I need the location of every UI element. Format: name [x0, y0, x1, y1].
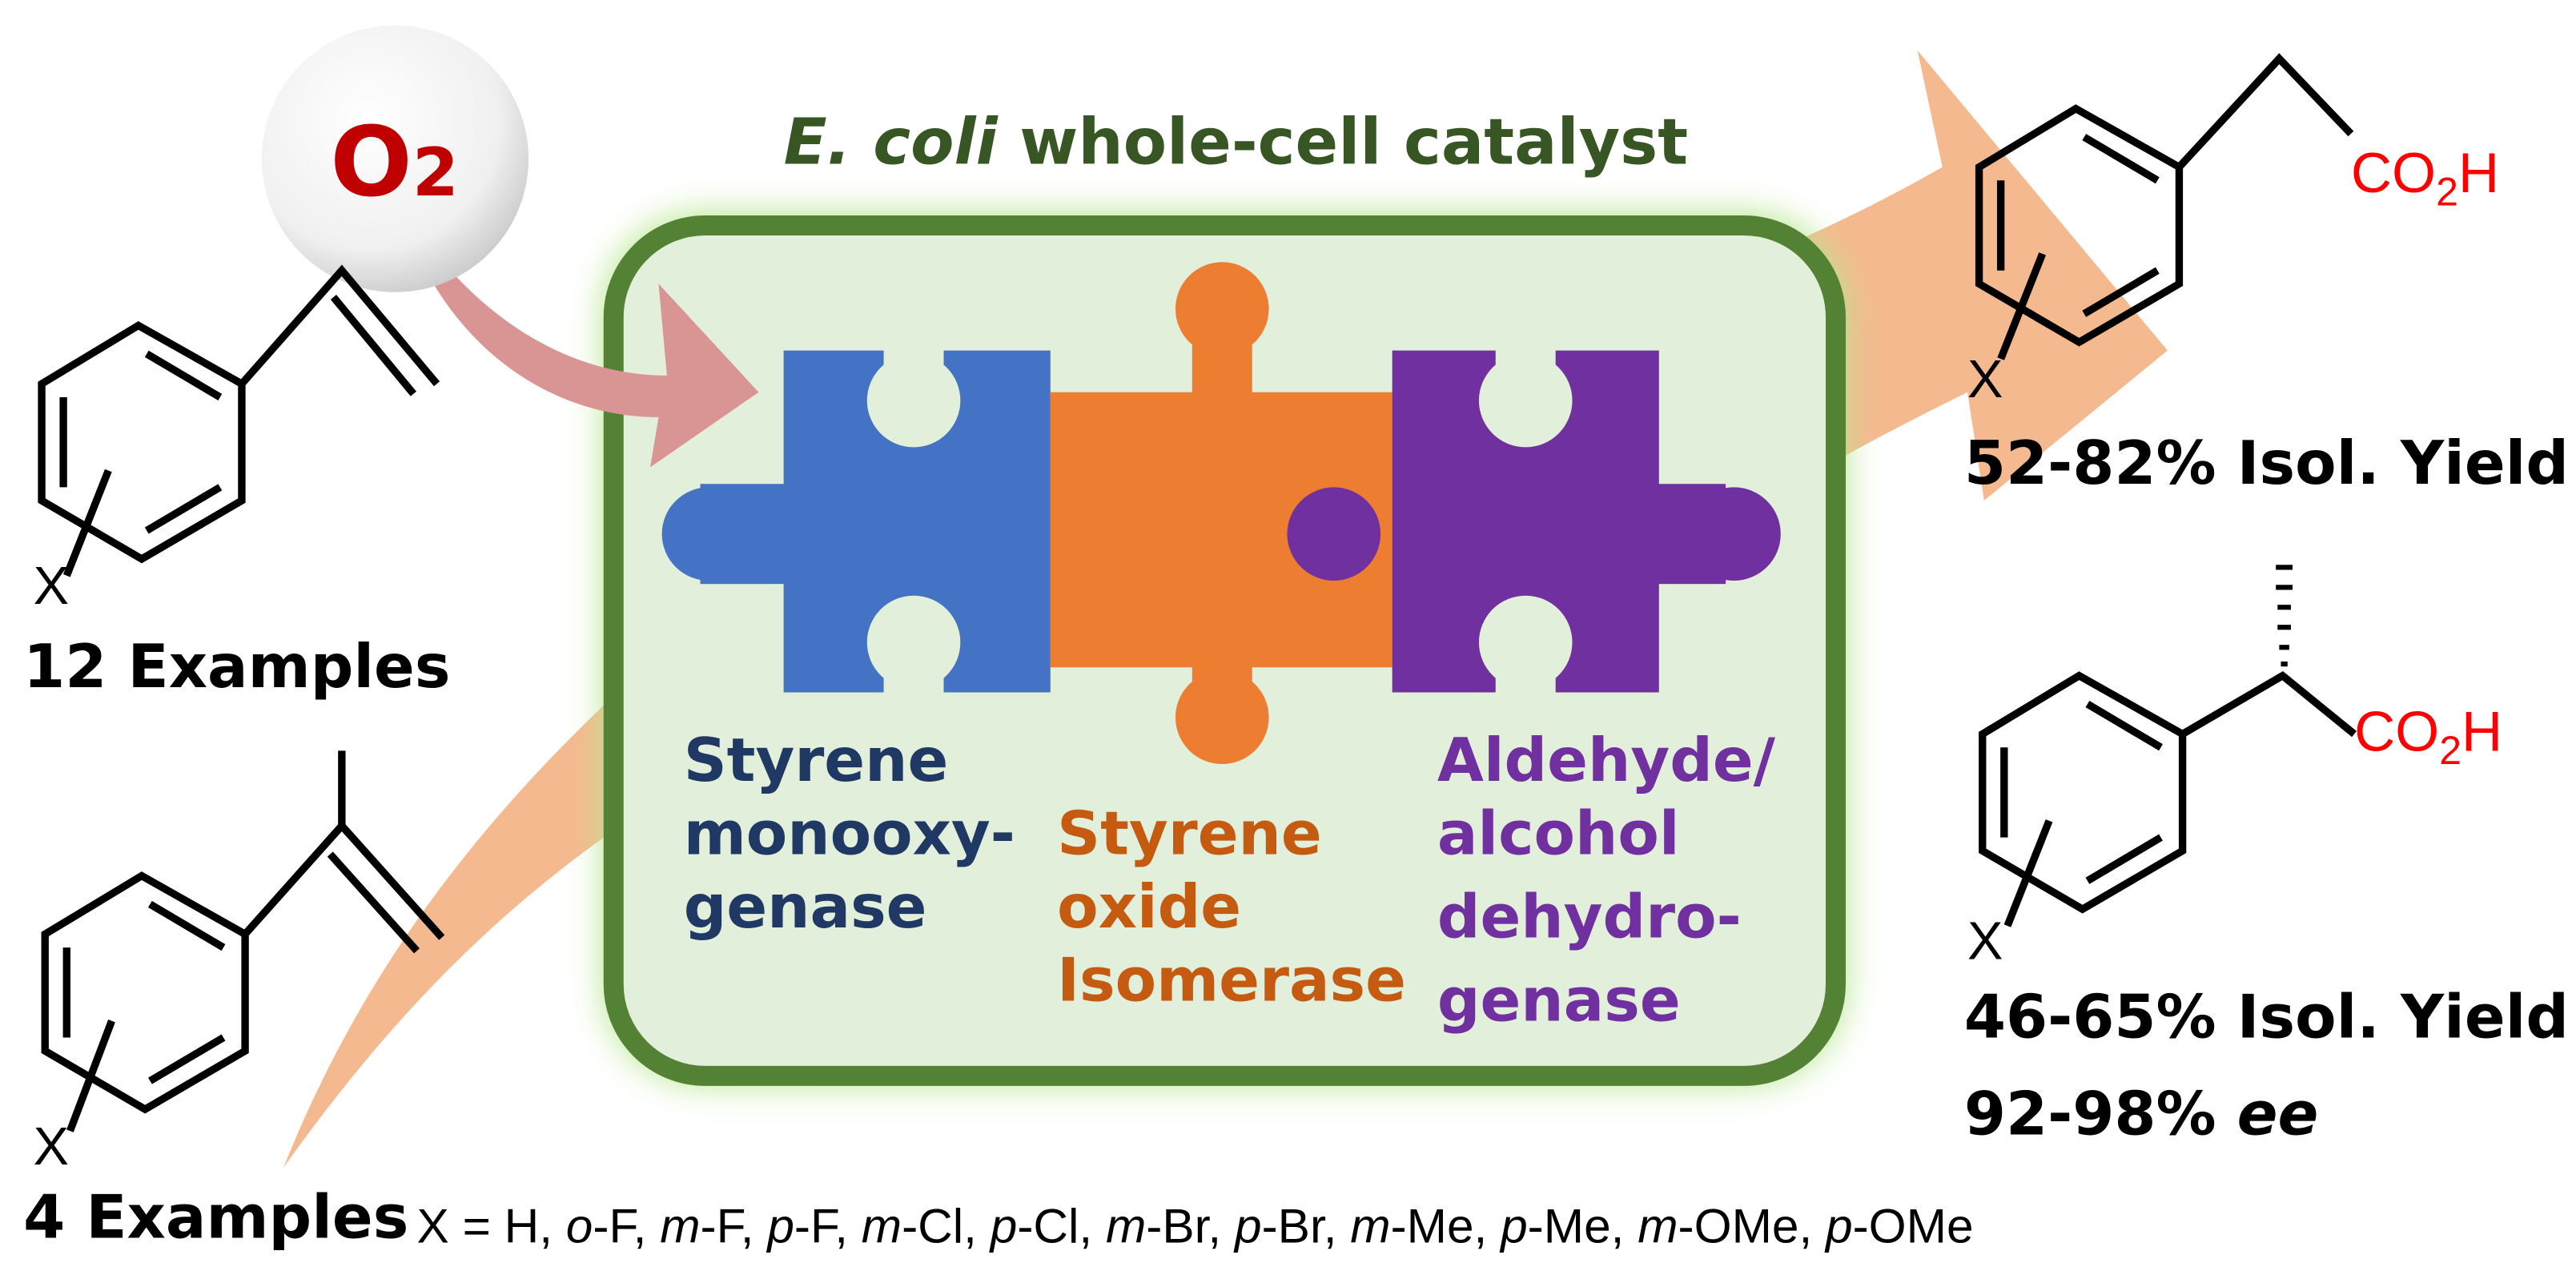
methylstyrene-examples: 4 Examples	[23, 1181, 408, 1252]
enzyme-1-line-2: monooxy-	[684, 798, 1015, 868]
hashed-wedge-bond	[2276, 565, 2293, 667]
substituent-item: -Me,	[1391, 1199, 1501, 1253]
enzyme-3-line-1: Aldehyde/	[1437, 725, 1776, 795]
substituent-item: -Cl,	[902, 1199, 991, 1253]
substituent-position: m	[862, 1199, 902, 1253]
substituent-item: -Br,	[1262, 1199, 1351, 1253]
styrene-examples: 12 Examples	[23, 631, 450, 702]
enzyme-2-line-2: oxide	[1057, 871, 1241, 942]
enzyme-2-line-3: Isomerase	[1057, 945, 1406, 1016]
styrene-structure	[38, 264, 440, 577]
enzyme-1-line-3: genase	[684, 871, 927, 942]
substituent-position: p	[989, 1199, 1018, 1253]
substituent-item: -Me,	[1528, 1199, 1638, 1253]
acid2-ee: 92-98% ee	[1964, 1078, 2319, 1148]
enzyme-3-line-4: genase	[1437, 965, 1681, 1036]
catalyst-title: E. coli whole-cell catalyst	[784, 105, 1688, 179]
puzzle-piece-monooxygenase	[661, 350, 1051, 693]
substituent-position: p	[1499, 1199, 1528, 1253]
enzyme-3-line-2: alcohol	[1437, 798, 1680, 868]
substituent-item: -OMe	[1853, 1199, 1974, 1253]
methylstyrene-structure	[41, 750, 445, 1132]
enzyme-3-line-3: dehydro-	[1437, 882, 1742, 952]
oxygen-arrow	[433, 250, 759, 468]
acid2-co2h: CO2H	[2354, 700, 2502, 773]
substituent-position: p	[766, 1199, 794, 1253]
substituent-item: -F,	[701, 1199, 768, 1253]
substituent-list: X = H, o-F, m-F, p-F, m-Cl, p-Cl, m-Br, …	[417, 1199, 1974, 1253]
substituent-position: p	[1233, 1199, 1262, 1253]
substituent-position: o	[566, 1199, 593, 1253]
substrate-arrow	[283, 700, 609, 1168]
substituent-item: -OMe,	[1678, 1199, 1827, 1253]
enzyme-labels: Styrene monooxy- genase Styrene oxide Is…	[684, 725, 1776, 1036]
substituent-position: m	[660, 1199, 700, 1253]
acid2-yield: 46-65% Isol. Yield	[1964, 982, 2569, 1052]
enzyme-1-line-1: Styrene	[684, 725, 949, 795]
styrene-x-label: X	[34, 557, 69, 616]
substituent-item: H,	[504, 1199, 566, 1253]
substituent-item: -Br,	[1146, 1199, 1235, 1253]
puzzle-notches	[866, 342, 1573, 701]
oxygen-label: O2	[330, 107, 459, 219]
acid1-co2h: CO2H	[2351, 142, 2499, 215]
phenylpropionic-acid-structure	[1979, 670, 2357, 927]
substituent-item: -F,	[794, 1199, 862, 1253]
substituent-item: -F,	[593, 1199, 660, 1253]
phenylacetic-acid-structure	[1975, 53, 2354, 360]
substituent-position: p	[1824, 1199, 1853, 1253]
oxygen-bubble	[261, 25, 529, 292]
acid2-x-label: X	[1967, 912, 2003, 971]
substituent-position: m	[1638, 1199, 1678, 1253]
acid1-x-label: X	[1967, 350, 2003, 409]
acid1-yield: 52-82% Isol. Yield	[1964, 428, 2569, 498]
methylstyrene-x-label: X	[34, 1117, 69, 1177]
enzyme-2-line-1: Styrene	[1057, 798, 1322, 868]
substituent-position: m	[1106, 1199, 1146, 1253]
substituent-item: -Cl,	[1017, 1199, 1106, 1253]
puzzle-piece-isomerase	[1050, 262, 1392, 765]
substituent-position: m	[1350, 1199, 1390, 1253]
